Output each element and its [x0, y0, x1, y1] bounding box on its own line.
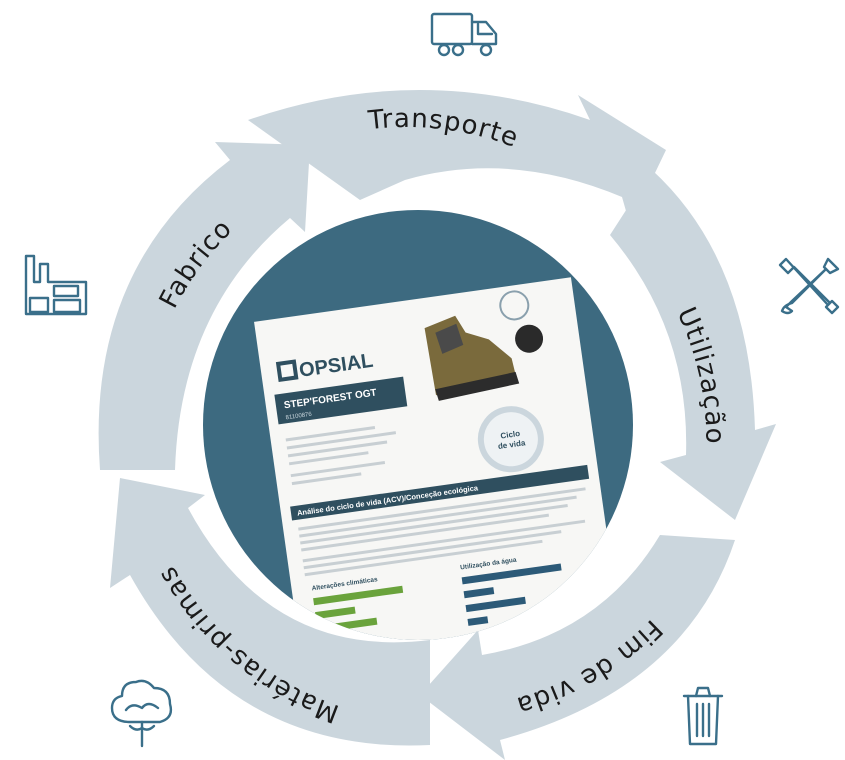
segment-fim-de-vida [420, 535, 735, 760]
product-header-bar [274, 376, 408, 425]
sheet-text-lines [285, 426, 397, 486]
sheet-paper [254, 277, 622, 640]
section-title-bar [290, 464, 590, 521]
cycle-badge-line1: Ciclo [500, 429, 521, 441]
certification-badge-icon [499, 290, 530, 321]
factory-icon [24, 254, 88, 316]
segment-utilizacao [610, 170, 776, 520]
trash-bin-icon [682, 686, 724, 746]
leather-badge-icon [515, 324, 544, 353]
truck-icon [430, 12, 498, 57]
paragraph-lines [298, 487, 586, 577]
cycle-ring [98, 90, 776, 760]
product-code: 81100876 [285, 412, 312, 422]
cycle-badge-line2: de vida [497, 438, 526, 451]
cotton-icon [110, 679, 173, 748]
brand-logo-icon [275, 359, 299, 382]
product-sheet: OPSIAL STEP'FOREST OGT 81100876 [254, 277, 622, 640]
tools-icon [778, 257, 840, 315]
cycle-badge [477, 406, 544, 473]
chart-right-bars [461, 563, 562, 626]
segment-transporte [248, 90, 666, 225]
segment-materias-primas [110, 478, 430, 746]
segment-fabrico [98, 142, 310, 470]
boot-image [424, 315, 520, 401]
